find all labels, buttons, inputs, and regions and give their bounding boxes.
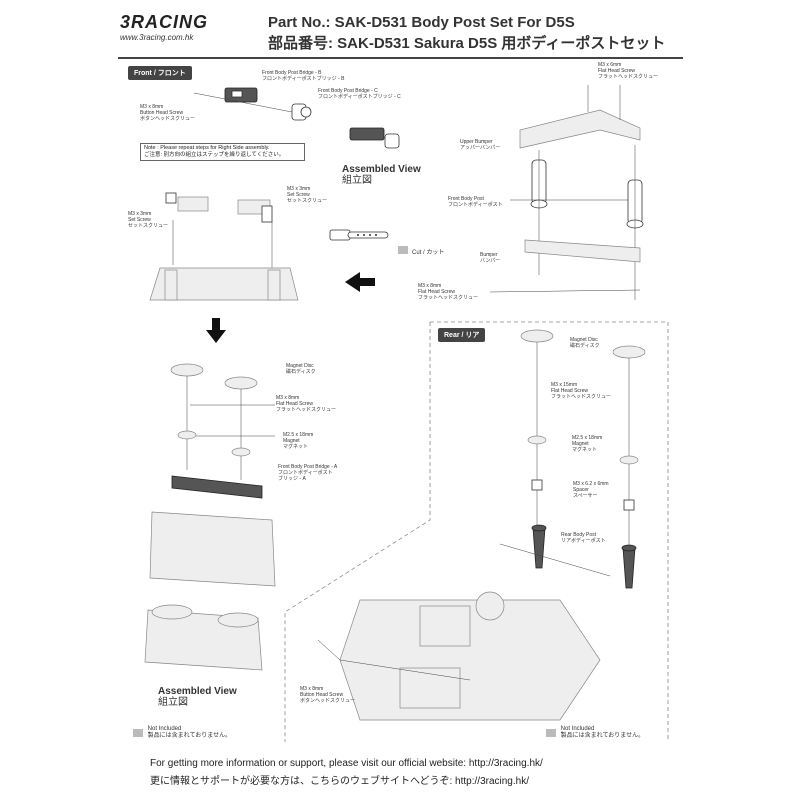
brand-logo: 3RACING www.3racing.com.hk — [120, 12, 260, 48]
rear-spacer-left — [531, 479, 543, 491]
front-chassis-upper — [149, 267, 299, 301]
rear-chassis-part — [339, 591, 601, 721]
assembled-front-part — [144, 604, 263, 671]
left-arrow — [345, 272, 375, 292]
rear-section-border — [430, 321, 669, 742]
rear-spacer-right — [623, 499, 635, 511]
cut-body-post — [329, 229, 389, 241]
rear-section-border-left — [284, 322, 431, 742]
note-jp: ご注意: 別方向の組立はステップを繰り返してください。 — [144, 152, 285, 158]
title-jp: 部品番号: SAK-D531 Sakura D5S 用ボディーポストセット — [268, 35, 666, 52]
note-en: Note : Please repeat steps for Right Sid… — [144, 145, 270, 151]
bumper-part — [524, 239, 641, 263]
footer-jp: 更に情報とサポートが必要な方は、こちらのウェブサイトへどうぞ: http://3… — [150, 776, 529, 787]
not-included-swatch — [546, 729, 556, 737]
assembled-bridge-part — [349, 127, 400, 149]
rear-magnet-disc-left — [520, 329, 554, 343]
magnet-disc-left — [170, 363, 204, 377]
header-divider — [118, 57, 683, 59]
footer-en: For getting more information or support,… — [150, 758, 543, 769]
front-chassis-lower — [149, 511, 276, 587]
down-arrow — [206, 318, 226, 343]
rear-magnet-left — [527, 435, 547, 445]
front-bridge-c-part — [291, 103, 312, 121]
set-screw-mount-right — [237, 199, 273, 223]
magnet-left — [177, 430, 197, 440]
front-bridge-a-part — [171, 475, 263, 499]
rear-magnet-right — [619, 455, 639, 465]
rear-body-post-left — [531, 524, 547, 569]
rear-body-post-right — [621, 544, 637, 589]
front-section-tag: Front / フロント — [128, 66, 192, 80]
upper-bumper-part — [519, 109, 641, 149]
rear-section-tag: Rear / リア — [438, 328, 486, 342]
logo-url: www.3racing.com.hk — [120, 33, 194, 42]
cut-marker — [398, 246, 408, 254]
magnet-right — [231, 447, 251, 457]
not-included-swatch — [133, 729, 143, 737]
cut-label: Cut / カット — [412, 250, 445, 256]
note-box: Note : Please repeat steps for Right Sid… — [140, 143, 305, 161]
title-en: Part No.: SAK-D531 Body Post Set For D5S — [268, 14, 575, 31]
magnet-disc-right — [224, 376, 258, 390]
rear-magnet-disc-right — [612, 345, 646, 359]
set-screw-mount-left — [165, 192, 209, 212]
logo-text: 3RACING — [120, 12, 209, 32]
